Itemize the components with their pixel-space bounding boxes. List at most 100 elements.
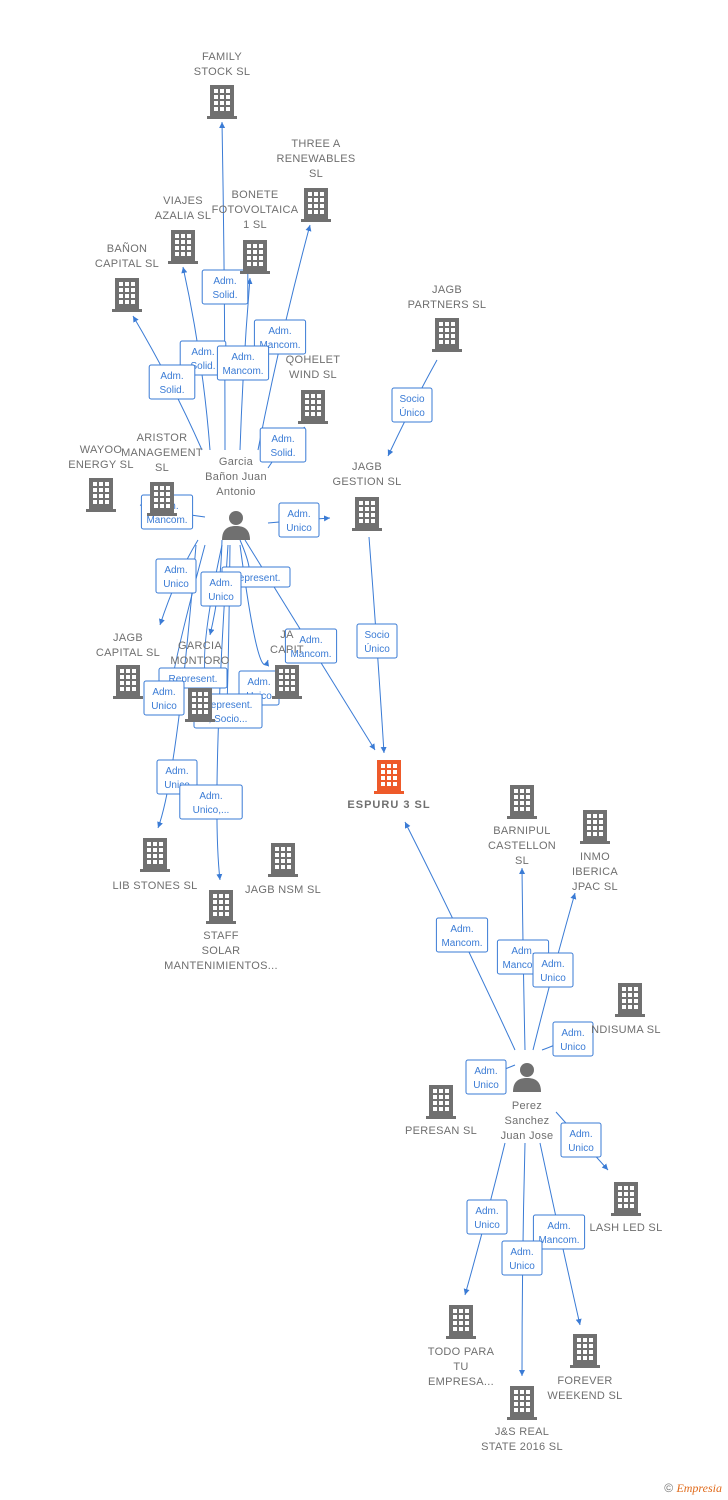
edge-label-text: Solid. <box>270 448 295 459</box>
node-label: QOHELET <box>286 354 341 366</box>
edge-label-e_forever[interactable]: Adm.Mancom. <box>532 1214 586 1250</box>
node-label: CAPITAL SL <box>95 258 159 270</box>
node-label: STATE 2016 SL <box>481 1441 563 1453</box>
edge-label-text: Adm. <box>247 677 270 688</box>
edge-label-text: Adm. <box>511 946 534 957</box>
edge-label-e_staff[interactable]: Adm.Unico,... <box>179 784 243 820</box>
node-label: JAGB <box>352 461 382 473</box>
edge-label-text: Único <box>399 406 425 419</box>
edge-label-text: Adm. <box>547 1221 570 1232</box>
node-lib-stones[interactable]: LIB STONES SL <box>112 838 197 892</box>
edge-label-e_todo[interactable]: Adm.Unico <box>466 1199 508 1235</box>
node-ndisuma[interactable]: NDISUMA SL <box>591 983 661 1036</box>
edge-label-text: Solid. <box>212 290 237 301</box>
node-label: Sanchez <box>505 1115 550 1127</box>
node-jagb-nsm[interactable]: JAGB NSM SL <box>245 843 321 896</box>
node-label: ENERGY SL <box>68 459 133 471</box>
edge-label-e_js[interactable]: Adm.Unico <box>501 1240 543 1276</box>
building-icon <box>185 688 215 722</box>
node-label: INMO <box>580 851 610 863</box>
node-label: J&S REAL <box>495 1426 549 1438</box>
edge-label-e_ndisuma[interactable]: Adm.Unico <box>552 1021 594 1057</box>
edge-label-e_bonete[interactable]: Adm.Mancom. <box>216 345 270 381</box>
building-icon <box>206 890 236 924</box>
node-js[interactable]: J&S REAL STATE 2016 SL <box>481 1386 563 1453</box>
edge-label-e_lib1[interactable]: Adm.Unico <box>143 680 185 716</box>
edge-label-e_perez_espuru[interactable]: Adm.Mancom. <box>435 917 489 953</box>
node-lash[interactable]: LASH LED SL <box>589 1182 662 1234</box>
edge-label-e_qohelet[interactable]: Adm.Solid. <box>259 427 307 463</box>
node-label: SL <box>155 462 169 474</box>
node-todo[interactable]: TODO PARATUEMPRESA... <box>428 1305 495 1388</box>
edge-label-text: Unico <box>474 1220 500 1231</box>
edge-label-text: Adm. <box>231 352 254 363</box>
node-label: JAGB NSM SL <box>245 884 321 896</box>
node-label: WIND SL <box>289 369 337 381</box>
node-label: 1 SL <box>243 219 267 231</box>
node-label: ARISTOR <box>137 432 188 444</box>
node-label: Bañon Juan <box>205 471 267 483</box>
building-icon <box>298 390 328 424</box>
edge-label-e_family[interactable]: Adm.Solid. <box>201 269 249 305</box>
edge-label-e_jcapital[interactable]: Adm.Unico <box>155 558 197 594</box>
edge-label-text: Adm. <box>209 578 232 589</box>
node-label: CAPITAL SL <box>96 647 160 659</box>
edge-label-e_peresan[interactable]: Adm.Unico <box>465 1059 507 1095</box>
edge-label-e_banon[interactable]: Adm.Solid. <box>148 364 196 400</box>
building-icon <box>268 843 298 877</box>
edge-label-e_lash[interactable]: Adm.Unico <box>560 1122 602 1158</box>
edge-label-e_jgestion[interactable]: Adm.Unico <box>278 502 320 538</box>
edge-label-e_garcia_espuru[interactable]: Adm. Mancom. <box>284 628 338 664</box>
node-label: MONTORO <box>170 655 229 667</box>
edge-label-text: Adm. <box>160 371 183 382</box>
node-label: Antonio <box>216 486 255 498</box>
node-qohelet[interactable]: QOHELET WIND SL <box>286 354 341 424</box>
node-label: Juan Jose <box>501 1130 554 1142</box>
edge-label-text: Represent. <box>204 700 253 711</box>
edge-label-text: , Socio... <box>209 714 248 725</box>
node-staff[interactable]: STAFFSOLARMANTENIMIENTOS... <box>164 890 278 972</box>
building-icon <box>86 478 116 512</box>
edge-label-e_inmo[interactable]: Adm.Unico <box>532 952 574 988</box>
person-icon <box>222 511 250 540</box>
node-label: SL <box>515 855 529 867</box>
node-label: IBERICA <box>572 866 618 878</box>
edge-label-text: Adm. <box>299 635 322 646</box>
edge-label-text: Adm. <box>152 687 175 698</box>
node-label: FAMILY <box>202 51 242 63</box>
edge-label-e_three[interactable]: Adm.Mancom. <box>253 319 307 355</box>
edge-label-text: Unico <box>163 579 189 590</box>
edge-label-text: Unico <box>560 1042 586 1053</box>
node-peresan[interactable]: PERESAN SL <box>405 1085 477 1137</box>
node-label: VIAJES <box>163 195 203 207</box>
edge-label-e_gmontoro[interactable]: Adm.Unico <box>200 571 242 607</box>
edge-label-text: Mancom. <box>441 938 482 949</box>
brand-logo[interactable]: Empresia <box>676 1481 722 1495</box>
node-label: JAGB <box>432 284 462 296</box>
node-label: FOTOVOLTAICA <box>212 204 299 216</box>
edge-label-text: Mancom. <box>290 649 331 660</box>
node-label: BARNIPUL <box>493 825 550 837</box>
edge-label-text: Adm. <box>541 959 564 970</box>
building-icon <box>615 983 645 1017</box>
node-espuru[interactable]: ESPURU 3 SL <box>347 760 430 811</box>
